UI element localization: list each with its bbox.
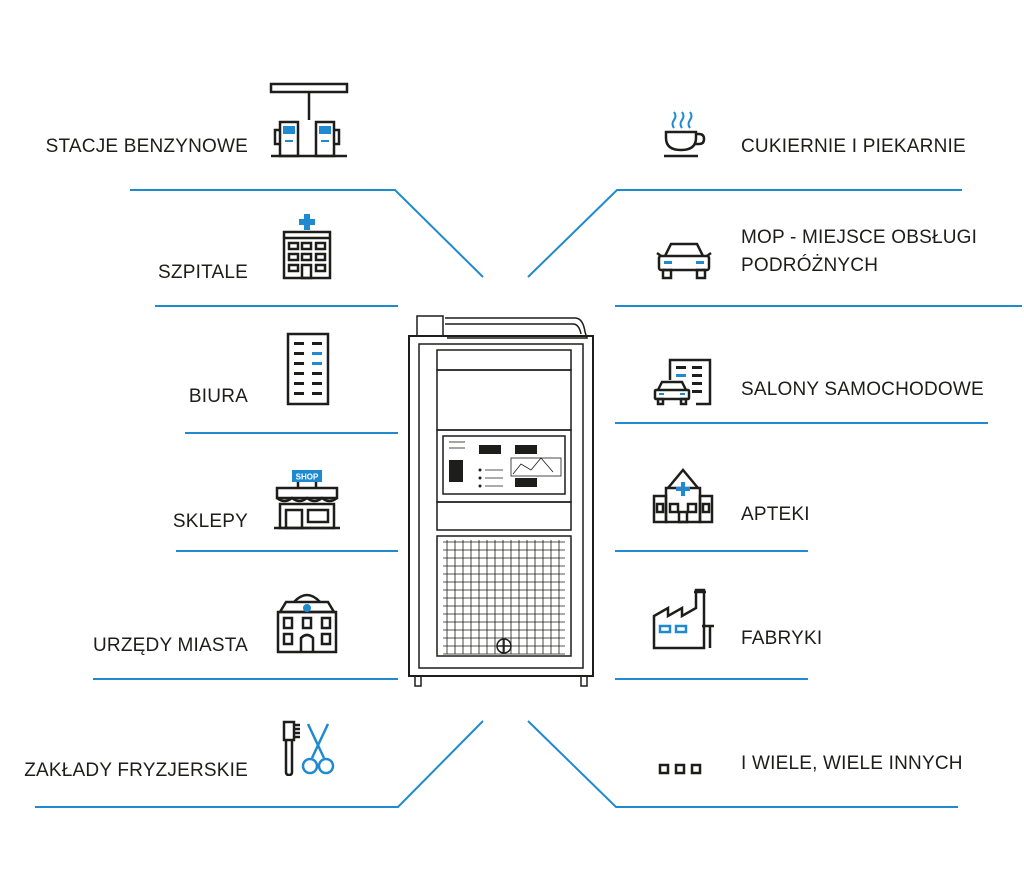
ellipsis-icon (658, 763, 702, 775)
svg-text:SHOP: SHOP (296, 473, 319, 482)
comb-scissors-icon (282, 720, 335, 776)
hospital-icon (282, 214, 332, 280)
label-biura: BIURA (188, 386, 248, 407)
label-mop-line2: PODRÓŻNYCH (741, 255, 879, 276)
car-icon (656, 242, 712, 280)
factory-icon (652, 588, 714, 650)
line-cukiernie (527, 189, 962, 278)
label-salony: SALONY SAMOCHODOWE (741, 379, 984, 400)
pharmacy-icon (652, 468, 714, 524)
gas-station-icon (269, 82, 349, 158)
car-dealership-icon (653, 358, 712, 406)
line-zaklady (35, 720, 484, 808)
label-zaklady-fryzjerskie: ZAKŁADY FRYZJERSKIE (24, 760, 248, 781)
label-sklepy: SKLEPY (172, 511, 248, 532)
label-szpitale: SZPITALE (158, 262, 248, 283)
label-urzedy-miasta: URZĘDY MIASTA (93, 635, 248, 656)
label-mop-line1: MOP - MIEJSCE OBSŁUGI (741, 227, 978, 248)
label-apteki: APTEKI (741, 504, 810, 525)
line-inne (527, 720, 958, 808)
label-fabryki: FABRYKI (741, 628, 823, 649)
label-stacje-benzynowe: STACJE BENZYNOWE (45, 136, 248, 157)
shop-icon: SHOP (274, 470, 340, 530)
coffee-cup-icon (664, 111, 706, 158)
city-hall-icon (276, 593, 338, 654)
label-cukiernie: CUKIERNIE I PIEKARNIE (741, 136, 966, 157)
label-inne: I WIELE, WIELE INNYCH (741, 753, 963, 774)
line-stacje (130, 189, 484, 278)
ice-machine-icon (408, 315, 594, 687)
office-building-icon (286, 332, 330, 406)
